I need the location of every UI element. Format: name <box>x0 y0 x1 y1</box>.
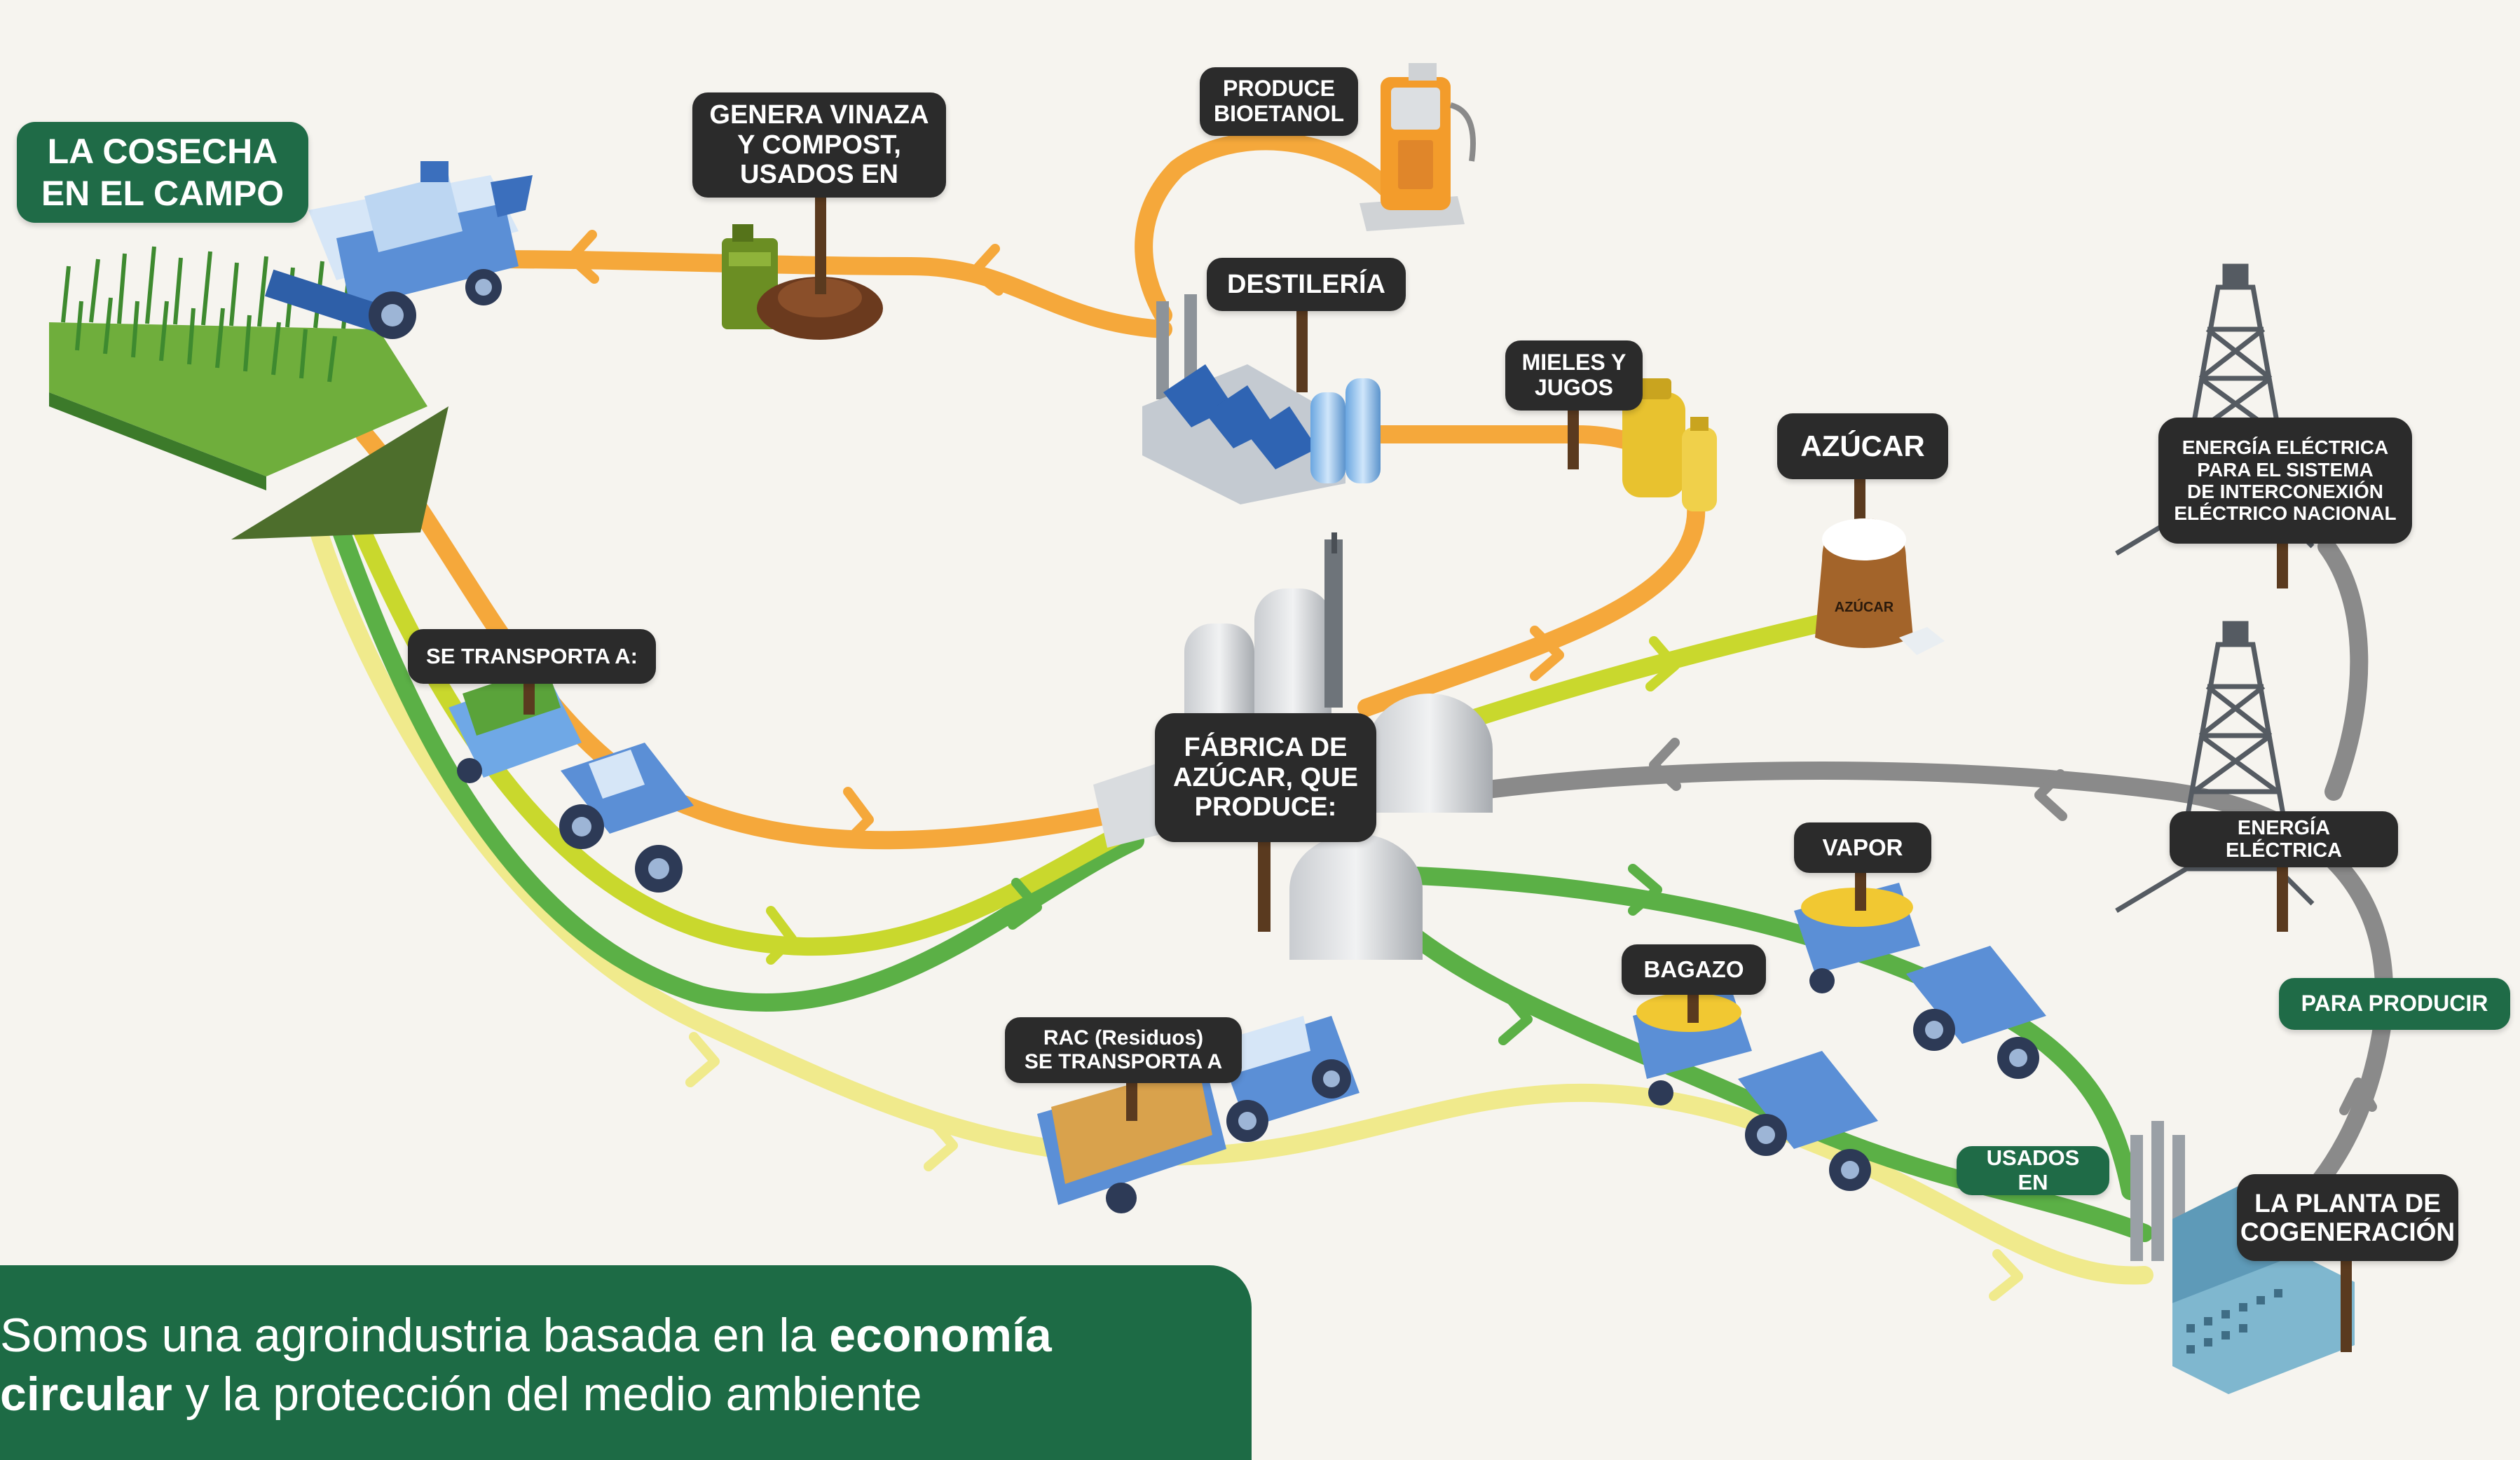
distillery-icon <box>1142 294 1381 504</box>
flow-path-vinaza <box>481 250 1172 338</box>
label-cogeneracion: LA PLANTA DE COGENERACIÓN <box>2237 1174 2458 1261</box>
oil-derrick-icon <box>2115 263 2315 556</box>
energy-post <box>2277 539 2288 588</box>
arrow-icon <box>843 787 874 846</box>
label-bagazo: BAGAZO <box>1622 944 1766 995</box>
arrow-icon <box>1628 864 1662 916</box>
footer-line-2: circular y la protección del medio ambie… <box>0 1365 1252 1424</box>
flow-path-energy-sin <box>2317 537 2369 801</box>
footer-emphasis: economía <box>829 1309 1052 1362</box>
harvester-icon <box>264 161 533 339</box>
energy-post <box>2277 862 2288 932</box>
oil-derrick-icon <box>2115 621 2315 914</box>
sugar-factory-icon <box>1093 532 1493 960</box>
label-usados-en: USADOS EN <box>1957 1145 2109 1195</box>
flow-path-vapor <box>1406 867 2139 1200</box>
arrow-icon <box>1498 990 1533 1045</box>
label-bioetanol: PRODUCE BIOETANOL <box>1200 67 1358 136</box>
arrow-icon <box>685 1032 720 1087</box>
label-transporta: SE TRANSPORTA A: <box>408 629 656 684</box>
fuel-pump-icon <box>1360 63 1476 231</box>
label-energia-sin: ENERGÍA ELÉCTRICA PARA EL SISTEMA DE INT… <box>2158 418 2412 544</box>
arrow-icon <box>1645 636 1680 691</box>
flow-path-bioetanol <box>1135 132 1397 324</box>
arrow-icon <box>2339 1077 2377 1115</box>
tractor-trailer-icon <box>448 666 694 893</box>
label-destileria: DESTILERÍA <box>1207 258 1406 311</box>
arrow-icon <box>1008 878 1042 930</box>
compost-icon <box>757 189 883 340</box>
flow-paths <box>310 132 2394 1285</box>
field-icon <box>49 246 448 539</box>
tractor-trailer-icon <box>1633 988 1878 1191</box>
label-cosecha: LA COSECHA EN EL CAMPO <box>17 122 308 223</box>
arrow-icon <box>766 906 797 965</box>
label-energia: ENERGÍA ELÉCTRICA <box>2170 811 2398 867</box>
footer-emphasis: circular <box>0 1368 172 1421</box>
arrow-icon <box>2034 769 2067 821</box>
label-rac: RAC (Residuos) SE TRANSPORTA A <box>1005 1017 1242 1083</box>
flow-arrows <box>566 230 2377 1301</box>
tractor-trailer-icon <box>1794 869 2046 1079</box>
label-azucar-sack: AZÚCAR <box>1834 600 1894 615</box>
label-para-producir: PARA PRODUCIR <box>2279 978 2510 1030</box>
sugar-sack-icon <box>1815 476 1945 655</box>
tractor-trailer-icon <box>1037 1016 1360 1213</box>
syrup-jars-icon <box>1568 378 1717 511</box>
label-azucar: AZÚCAR <box>1777 413 1948 479</box>
label-fabrica: FÁBRICA DE AZÚCAR, QUE PRODUCE: <box>1155 713 1376 842</box>
footer-text: y la protección del medio ambiente <box>172 1368 922 1421</box>
arrow-icon <box>924 1116 958 1171</box>
label-vinaza: GENERA VINAZA Y COMPOST, USADOS EN <box>692 92 946 198</box>
arrow-icon <box>566 230 599 284</box>
footer-line-1: Somos una agroindustria basada en la eco… <box>0 1306 1252 1365</box>
footer-text: Somos una agroindustria basada en la <box>0 1309 830 1362</box>
arrow-icon <box>969 244 1004 296</box>
label-vapor: VAPOR <box>1794 822 1931 873</box>
label-mieles: MIELES Y JUGOS <box>1505 340 1643 411</box>
footer-banner: Somos una agroindustria basada en la eco… <box>0 1265 1252 1460</box>
arrow-icon <box>1989 1249 2023 1301</box>
arrow-icon <box>1649 738 1681 791</box>
arrow-icon <box>1530 626 1564 681</box>
flow-path-bagazo <box>327 509 1144 1012</box>
